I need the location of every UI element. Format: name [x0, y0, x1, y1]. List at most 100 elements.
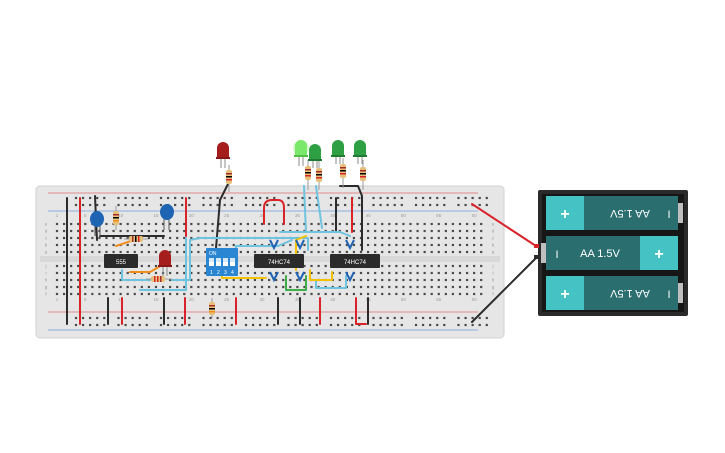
breadboard-hole[interactable] — [400, 196, 403, 200]
breadboard-hole[interactable] — [451, 243, 455, 247]
breadboard-hole[interactable] — [169, 271, 172, 275]
breadboard-hole[interactable] — [423, 236, 426, 240]
breadboard-hole[interactable] — [430, 278, 433, 282]
breadboard-hole[interactable] — [381, 236, 384, 240]
breadboard-hole[interactable] — [386, 196, 389, 200]
breadboard-hole[interactable] — [84, 271, 87, 275]
breadboard-hole[interactable] — [437, 236, 440, 240]
breadboard-hole[interactable] — [393, 203, 396, 207]
breadboard-hole[interactable] — [77, 243, 80, 247]
breadboard-hole[interactable] — [345, 250, 348, 254]
capacitor[interactable] — [160, 204, 174, 230]
breadboard-hole[interactable] — [225, 222, 228, 226]
breadboard-hole[interactable] — [400, 316, 403, 320]
breadboard-hole[interactable] — [429, 203, 432, 207]
breadboard-hole[interactable] — [409, 229, 412, 233]
breadboard-hole[interactable] — [154, 243, 158, 247]
breadboard-hole[interactable] — [131, 203, 134, 207]
breadboard-hole[interactable] — [294, 203, 297, 207]
breadboard-hole[interactable] — [91, 292, 94, 296]
breadboard-hole[interactable] — [414, 203, 418, 207]
resistor[interactable] — [209, 298, 215, 318]
breadboard-hole[interactable] — [395, 278, 398, 282]
resistor[interactable] — [305, 160, 311, 190]
breadboard-hole[interactable] — [324, 271, 327, 275]
breadboard-hole[interactable] — [251, 316, 255, 320]
breadboard-hole[interactable] — [381, 264, 384, 268]
breadboard-hole[interactable] — [388, 271, 391, 275]
breadboard-hole[interactable] — [374, 292, 377, 296]
breadboard-hole[interactable] — [91, 243, 94, 247]
breadboard-hole[interactable] — [374, 236, 377, 240]
breadboard-hole[interactable] — [430, 285, 433, 289]
breadboard-hole[interactable] — [174, 196, 177, 200]
breadboard-hole[interactable] — [260, 229, 264, 233]
breadboard-hole[interactable] — [268, 278, 271, 282]
breadboard-hole[interactable] — [421, 323, 425, 327]
breadboard-hole[interactable] — [289, 271, 292, 275]
breadboard-hole[interactable] — [96, 323, 99, 327]
breadboard-hole[interactable] — [119, 250, 122, 254]
breadboard-hole[interactable] — [485, 196, 488, 200]
breadboard-hole[interactable] — [259, 196, 262, 200]
breadboard-hole[interactable] — [211, 229, 214, 233]
breadboard-hole[interactable] — [287, 203, 290, 207]
wire-blue[interactable] — [279, 231, 351, 237]
breadboard-hole[interactable] — [166, 316, 170, 320]
breadboard-hole[interactable] — [112, 285, 115, 289]
breadboard-hole[interactable] — [344, 203, 347, 207]
breadboard-hole[interactable] — [89, 196, 92, 200]
breadboard-hole[interactable] — [359, 285, 363, 289]
breadboard-hole[interactable] — [89, 323, 92, 327]
breadboard-hole[interactable] — [409, 292, 412, 296]
breadboard-hole[interactable] — [89, 203, 92, 207]
breadboard-hole[interactable] — [126, 222, 129, 226]
breadboard-hole[interactable] — [436, 203, 439, 207]
breadboard-hole[interactable] — [190, 271, 193, 275]
breadboard-hole[interactable] — [259, 323, 262, 327]
breadboard-hole[interactable] — [98, 278, 101, 282]
led-red[interactable] — [158, 250, 172, 276]
breadboard-hole[interactable] — [105, 229, 108, 233]
breadboard-hole[interactable] — [344, 323, 347, 327]
breadboard-hole[interactable] — [140, 229, 143, 233]
breadboard-hole[interactable] — [457, 196, 460, 200]
breadboard-hole[interactable] — [372, 196, 375, 200]
breadboard-hole[interactable] — [352, 285, 356, 289]
breadboard-hole[interactable] — [239, 264, 242, 268]
breadboard-hole[interactable] — [232, 229, 235, 233]
breadboard-hole[interactable] — [183, 222, 186, 226]
breadboard-hole[interactable] — [225, 292, 228, 296]
breadboard-hole[interactable] — [443, 316, 446, 320]
breadboard-hole[interactable] — [381, 243, 384, 247]
breadboard-hole[interactable] — [133, 222, 136, 226]
breadboard-hole[interactable] — [70, 264, 73, 268]
breadboard-hole[interactable] — [117, 203, 120, 207]
breadboard-hole[interactable] — [84, 264, 87, 268]
breadboard-hole[interactable] — [324, 250, 327, 254]
breadboard-hole[interactable] — [169, 222, 172, 226]
breadboard-hole[interactable] — [352, 236, 356, 240]
breadboard-hole[interactable] — [174, 316, 177, 320]
breadboard-hole[interactable] — [457, 316, 460, 320]
breadboard-hole[interactable] — [352, 292, 356, 296]
breadboard-hole[interactable] — [154, 292, 158, 296]
breadboard-hole[interactable] — [287, 196, 290, 200]
breadboard-hole[interactable] — [223, 323, 226, 327]
breadboard-hole[interactable] — [62, 222, 66, 226]
breadboard-hole[interactable] — [436, 316, 439, 320]
breadboard-hole[interactable] — [480, 243, 483, 247]
breadboard-hole[interactable] — [211, 222, 214, 226]
breadboard-hole[interactable] — [119, 222, 122, 226]
breadboard-hole[interactable] — [388, 222, 391, 226]
resistor[interactable] — [124, 236, 148, 242]
breadboard-hole[interactable] — [381, 285, 384, 289]
breadboard-hole[interactable] — [336, 196, 340, 200]
breadboard-hole[interactable] — [188, 323, 191, 327]
breadboard-hole[interactable] — [190, 264, 193, 268]
breadboard-hole[interactable] — [303, 285, 306, 289]
breadboard-hole[interactable] — [239, 278, 242, 282]
breadboard-hole[interactable] — [273, 203, 276, 207]
breadboard-hole[interactable] — [345, 292, 348, 296]
breadboard-hole[interactable] — [366, 250, 370, 254]
